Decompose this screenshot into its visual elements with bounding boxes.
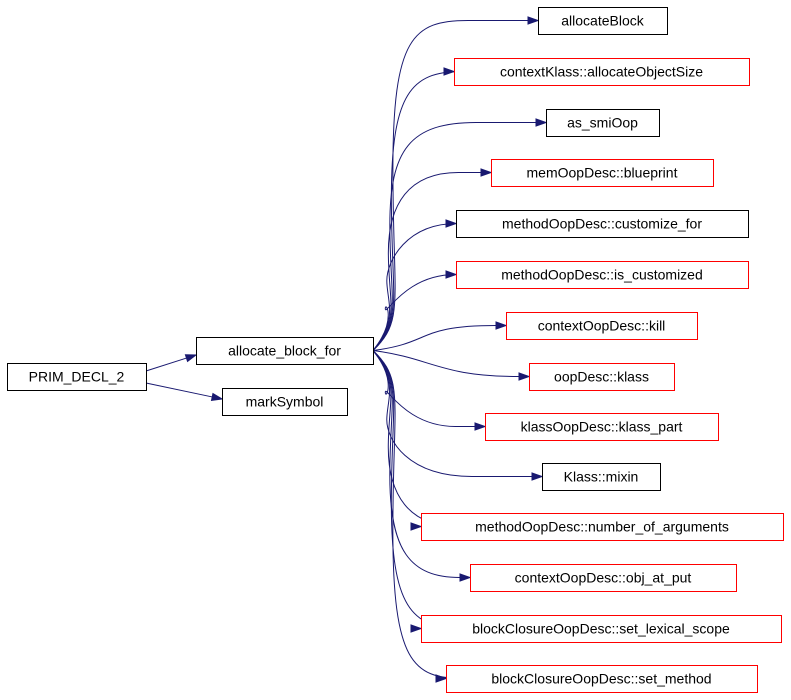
edge-allocate_block_for-to-c11 — [372, 350, 460, 578]
edge-allocate_block_for-to-c5 — [372, 274, 456, 351]
edge-allocate_block_for-to-c1 — [372, 71, 462, 351]
edge-allocate_block_for-to-c2-arrowhead — [535, 118, 548, 127]
node-contextoopdesc-obj_at_put-label: contextOopDesc::obj_at_put — [515, 570, 692, 586]
node-klassoopdesc-klass_part-box — [485, 413, 719, 441]
node-methodoopdesc-number_of_arguments[interactable]: methodOopDesc::number_of_arguments — [421, 513, 784, 541]
edge-allocate_block_for-to-c12-arrowhead — [410, 624, 423, 633]
node-klassoopdesc-klass_part-label: klassOopDesc::klass_part — [521, 419, 683, 435]
node-memoopdesc-blueprint-box — [491, 159, 714, 187]
node-as_smioop-box — [546, 109, 660, 137]
node-allocateblock-box — [538, 7, 668, 35]
edges-layer — [145, 16, 548, 683]
edge-allocate_block_for-to-c8 — [372, 350, 475, 427]
edge-prim-to-allocate_block_for-arrowhead — [184, 354, 198, 363]
node-blockclosureoopdesc-set_lexical_scope-label: blockClosureOopDesc::set_lexical_scope — [472, 621, 730, 637]
node-methodoopdesc-is_customized-box — [456, 261, 749, 289]
edge-allocate_block_for-to-c3 — [372, 172, 481, 351]
node-marksymbol[interactable]: markSymbol — [222, 388, 348, 416]
node-blockclosureoopdesc-set_method-box — [446, 665, 758, 693]
node-contextklass-allocateobjectsize-label: contextKlass::allocateObjectSize — [500, 64, 703, 80]
node-methodoopdesc-number_of_arguments-box — [421, 513, 784, 541]
node-contextklass-allocateobjectsize-box — [454, 58, 750, 86]
node-oopdesc-klass[interactable]: oopDesc::klass — [529, 363, 675, 391]
node-allocate_block_for[interactable]: allocate_block_for — [196, 337, 374, 365]
node-allocate_block_for-label: allocate_block_for — [228, 343, 341, 359]
node-as_smioop[interactable]: as_smiOop — [546, 109, 660, 137]
edge-prim-to-markSymbol — [145, 382, 213, 398]
node-oopdesc-klass-label: oopDesc::klass — [554, 369, 649, 385]
node-methodoopdesc-number_of_arguments-label: methodOopDesc::number_of_arguments — [475, 519, 729, 535]
node-methodoopdesc-customize_for[interactable]: methodOopDesc::customize_for — [456, 210, 749, 238]
edge-allocate_block_for-to-c13 — [372, 350, 463, 679]
node-allocate_block_for-box — [196, 337, 374, 365]
edge-allocate_block_for-to-c8-arrowhead — [474, 422, 487, 431]
node-klass-mixin-label: Klass::mixin — [564, 469, 639, 485]
node-contextoopdesc-kill-label: contextOopDesc::kill — [538, 318, 666, 334]
node-klassoopdesc-klass_part[interactable]: klassOopDesc::klass_part — [485, 413, 719, 441]
edge-allocate_block_for-to-c12 — [372, 350, 462, 629]
edge-allocate_block_for-to-c4-arrowhead — [445, 219, 458, 228]
edge-allocate_block_for-to-c7 — [372, 350, 520, 377]
node-methodoopdesc-is_customized[interactable]: methodOopDesc::is_customized — [456, 261, 749, 289]
node-oopdesc-klass-box — [529, 363, 675, 391]
edge-allocate_block_for-to-c3-arrowhead — [480, 168, 493, 177]
edge-allocate_block_for-to-c10 — [372, 350, 459, 527]
node-marksymbol-box — [222, 388, 348, 416]
edge-allocate_block_for-to-c10-arrowhead — [410, 522, 423, 531]
node-methodoopdesc-is_customized-label: methodOopDesc::is_customized — [501, 267, 703, 283]
node-methodoopdesc-customize_for-label: methodOopDesc::customize_for — [502, 216, 702, 232]
node-contextoopdesc-obj_at_put-box — [470, 564, 737, 592]
edge-allocate_block_for-to-c13-arrowhead — [435, 674, 448, 683]
node-blockclosureoopdesc-set_lexical_scope-box — [421, 615, 782, 643]
node-prim_decl_2[interactable]: PRIM_DECL_2 — [7, 363, 147, 391]
nodes-layer: PRIM_DECL_2 allocate_block_for markSymbol a… — [7, 7, 784, 693]
node-as_smioop-label: as_smiOop — [567, 115, 638, 131]
node-prim_decl_2-box — [7, 363, 147, 391]
edge-allocate_block_for-to-c1-arrowhead — [443, 67, 456, 76]
edge-allocate_block_for-to-c7-arrowhead — [518, 372, 531, 381]
node-contextoopdesc-kill[interactable]: contextOopDesc::kill — [506, 312, 698, 340]
node-blockclosureoopdesc-set_lexical_scope[interactable]: blockClosureOopDesc::set_lexical_scope — [421, 615, 782, 643]
edge-allocate_block_for-to-c9 — [372, 350, 532, 477]
node-klass-mixin-box — [542, 463, 661, 491]
edge-allocate_block_for-to-c0 — [372, 20, 528, 351]
edge-allocate_block_for-to-c6-arrowhead — [495, 321, 508, 330]
edge-allocate_block_for-to-c4 — [372, 223, 457, 351]
node-memoopdesc-blueprint[interactable]: memOopDesc::blueprint — [491, 159, 714, 187]
node-prim_decl_2-label: PRIM_DECL_2 — [29, 369, 125, 385]
node-contextoopdesc-obj_at_put[interactable]: contextOopDesc::obj_at_put — [470, 564, 737, 592]
edge-allocate_block_for-to-c6 — [372, 325, 497, 351]
node-blockclosureoopdesc-set_method-label: blockClosureOopDesc::set_method — [491, 671, 711, 687]
node-allocateblock-label: allocateBlock — [561, 13, 644, 29]
node-contextoopdesc-kill-box — [506, 312, 698, 340]
node-allocateblock[interactable]: allocateBlock — [538, 7, 668, 35]
node-contextklass-allocateobjectsize[interactable]: contextKlass::allocateObjectSize — [454, 58, 750, 86]
edge-allocate_block_for-to-c5-arrowhead — [445, 270, 458, 279]
edge-prim-to-allocate_block_for — [145, 357, 187, 372]
node-memoopdesc-blueprint-label: memOopDesc::blueprint — [527, 165, 678, 181]
node-methodoopdesc-customize_for-box — [456, 210, 749, 238]
edge-allocate_block_for-to-c2 — [372, 122, 536, 351]
edge-allocate_block_for-to-c9-arrowhead — [531, 472, 544, 481]
edge-allocate_block_for-to-c0-arrowhead — [527, 16, 540, 25]
node-marksymbol-label: markSymbol — [246, 394, 324, 410]
node-blockclosureoopdesc-set_method[interactable]: blockClosureOopDesc::set_method — [446, 665, 758, 693]
edge-prim-to-markSymbol-arrowhead — [210, 392, 224, 401]
edge-allocate_block_for-to-c11-arrowhead — [459, 573, 472, 582]
node-klass-mixin[interactable]: Klass::mixin — [542, 463, 661, 491]
